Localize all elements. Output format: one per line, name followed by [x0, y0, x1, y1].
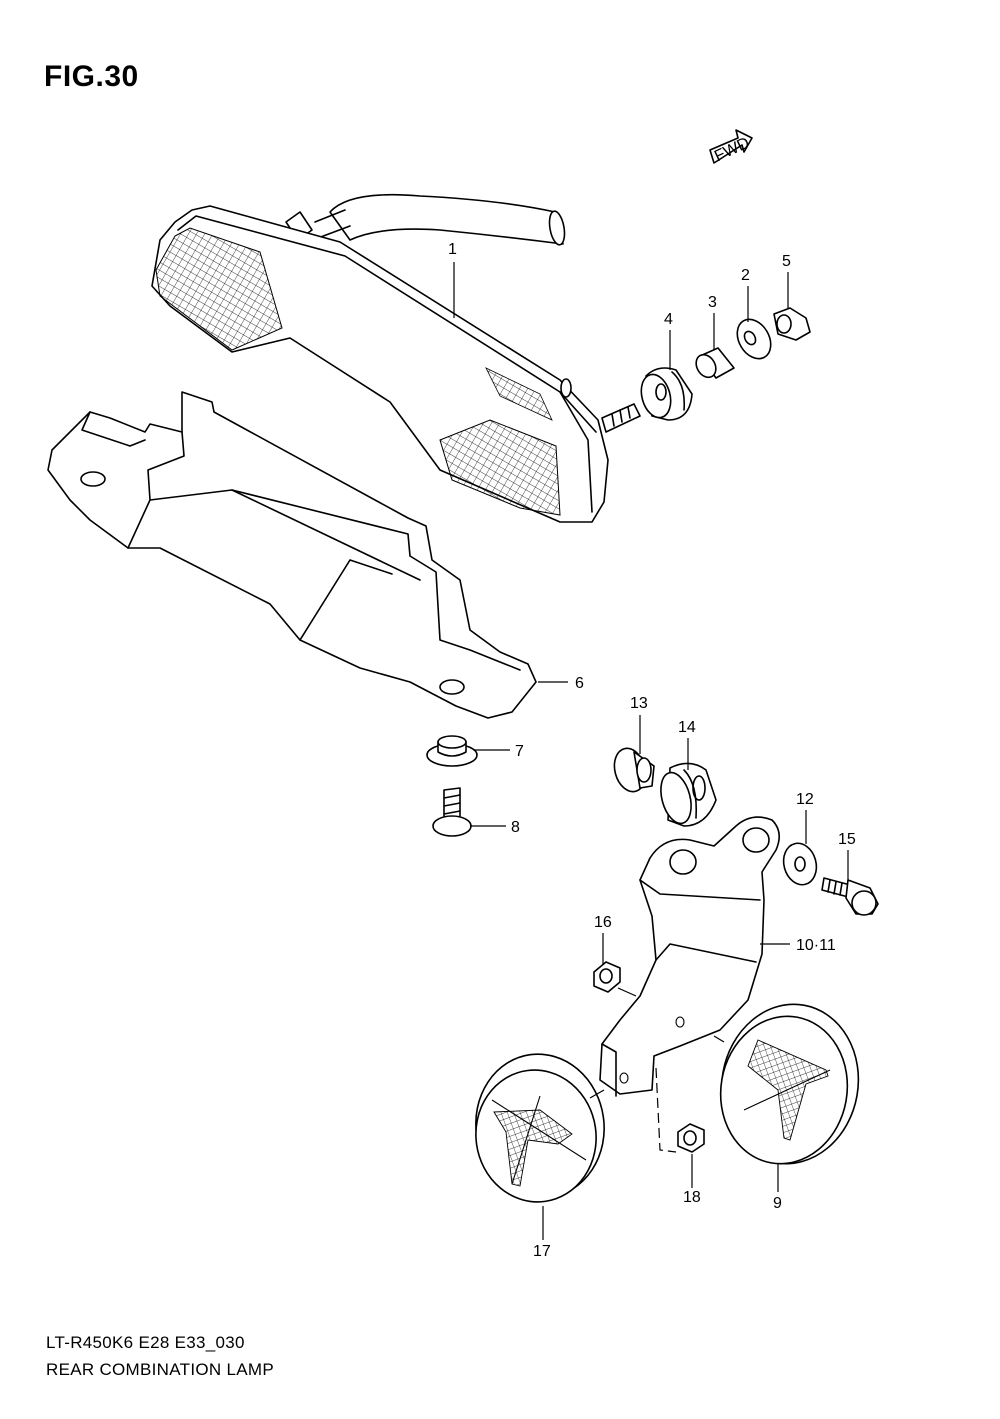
bolt-part-15	[821, 877, 879, 916]
fwd-label: FWD	[712, 134, 752, 165]
figure-title: FIG.30	[44, 60, 139, 93]
callout-3: 3	[708, 294, 717, 311]
callout-8: 8	[511, 819, 520, 836]
collar-part-7	[426, 735, 478, 767]
diagram-name: REAR COMBINATION LAMP	[46, 1360, 274, 1379]
reflector-part-17	[475, 1053, 605, 1203]
reflector-part-9	[719, 1003, 860, 1165]
callout-15: 15	[838, 831, 856, 848]
callout-10-11: 10·11	[796, 937, 836, 954]
callout-6: 6	[575, 675, 584, 692]
callout-12: 12	[796, 791, 814, 808]
callout-18: 18	[683, 1189, 701, 1206]
callout-7: 7	[515, 743, 524, 760]
fwd-arrow-icon: FWD	[709, 129, 753, 165]
bolt-part-8	[432, 787, 472, 837]
washer-part-12	[782, 842, 818, 886]
callout-2: 2	[741, 267, 750, 284]
grommet-part-14	[660, 762, 717, 827]
lamp-bracket-part-6	[47, 391, 537, 719]
callout-1: 1	[448, 241, 457, 258]
callout-labels: 1 2 3 4 5 6 7 8 9 10·11 12 13 14 15 16 1…	[448, 241, 856, 1260]
grommet-part-4	[640, 367, 693, 421]
model-code: LT-R450K6 E28 E33_030	[46, 1333, 245, 1352]
tail-lamp-part-1	[151, 193, 641, 523]
nut-part-5	[773, 307, 811, 341]
bracket-part-10-11	[599, 816, 780, 1097]
assembly-lines	[589, 987, 725, 1153]
callout-17: 17	[533, 1243, 551, 1260]
leader-lines	[453, 262, 849, 1240]
callout-9: 9	[773, 1195, 782, 1212]
washer-part-13	[613, 747, 655, 793]
callout-16: 16	[594, 914, 612, 931]
callout-13: 13	[630, 695, 648, 712]
washer-part-2	[736, 318, 772, 360]
nut-part-18	[677, 1123, 705, 1153]
callout-5: 5	[782, 253, 791, 270]
spacer-part-3	[695, 347, 735, 379]
callout-14: 14	[678, 719, 696, 736]
nut-part-16	[593, 961, 621, 993]
callout-4: 4	[664, 311, 673, 328]
